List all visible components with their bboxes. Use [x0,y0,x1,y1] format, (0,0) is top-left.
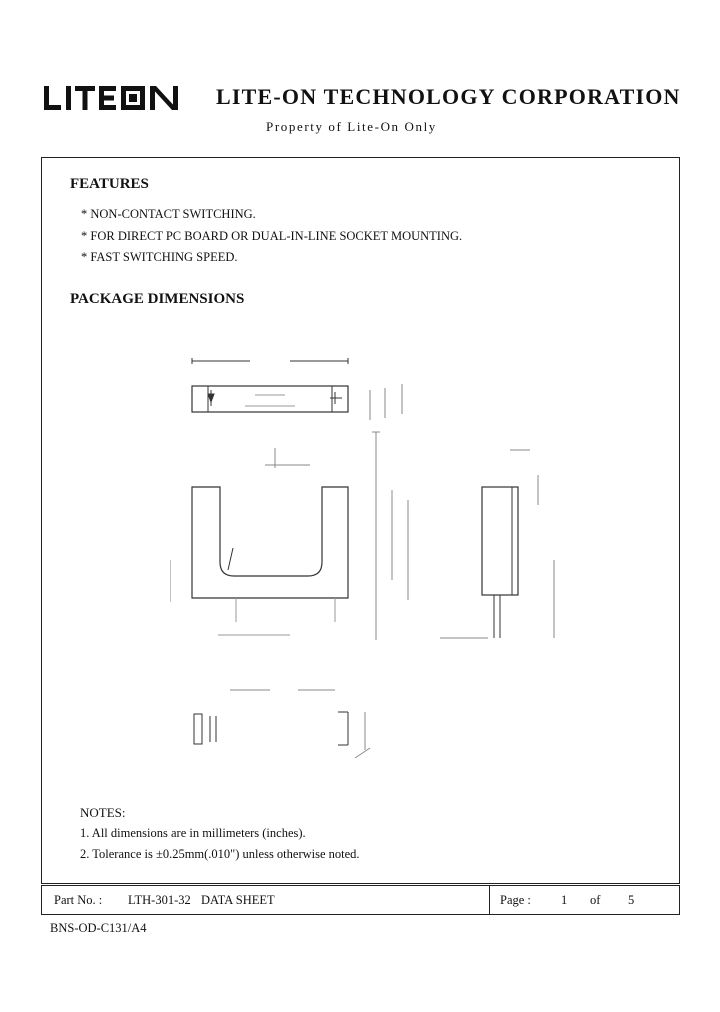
page-current: 1 [561,893,568,907]
subtitle: Property of Lite-On Only [266,119,437,134]
doc-type: DATA SHEET [201,893,275,907]
notes-title: NOTES: [80,805,126,820]
company-name: LITE-ON TECHNOLOGY CORPORATION [216,84,681,109]
features-title: FEATURES [70,176,149,192]
page-total: 5 [628,893,635,907]
package-dimension-drawing [169,340,570,780]
note-item: 2. Tolerance is ±0.25mm(.010") unless ot… [80,847,360,861]
document-code: BNS-OD-C131/A4 [50,921,147,935]
liteon-logo [44,84,182,112]
note-item: 1. All dimensions are in millimeters (in… [80,826,306,840]
package-dimensions-title: PACKAGE DIMENSIONS [70,291,245,307]
footer-divider [489,886,490,914]
footer-box: Part No. : LTH-301-32 DATA SHEET Page : … [41,885,680,915]
feature-item: * FAST SWITCHING SPEED. [81,250,238,264]
page-of: of [590,893,601,907]
content-frame [41,157,680,884]
feature-item: * NON-CONTACT SWITCHING. [81,207,256,221]
part-number-label: Part No. : [54,893,103,907]
part-number: LTH-301-32 [128,893,191,907]
feature-item: * FOR DIRECT PC BOARD OR DUAL-IN-LINE SO… [81,229,463,243]
page-label: Page : [500,893,531,907]
